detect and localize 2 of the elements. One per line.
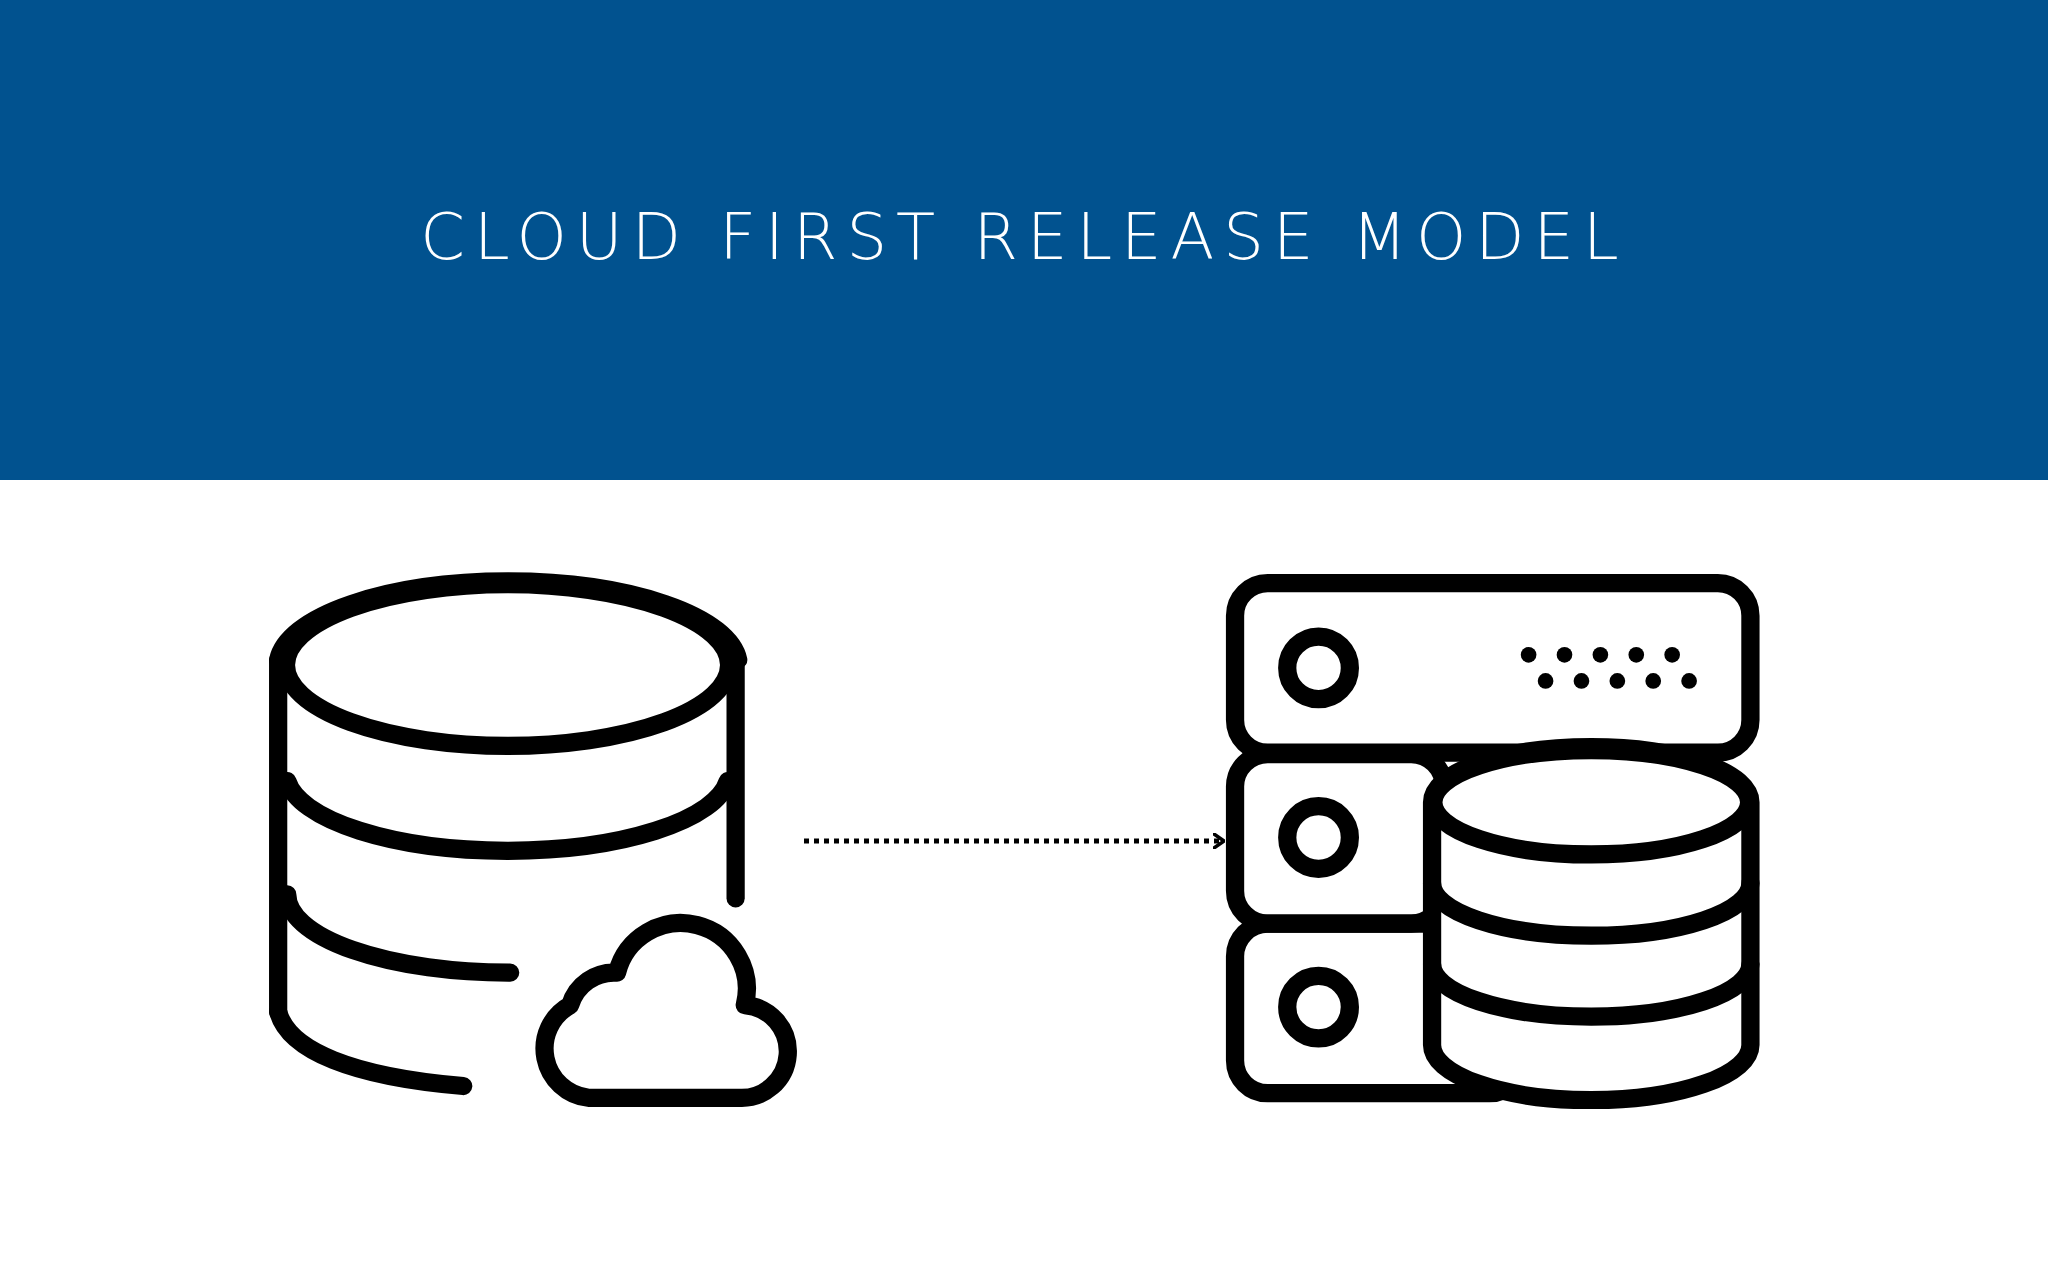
title: CLOUD FIRST RELEASE MODEL — [419, 200, 1629, 274]
dotted-arrow — [804, 832, 1226, 850]
